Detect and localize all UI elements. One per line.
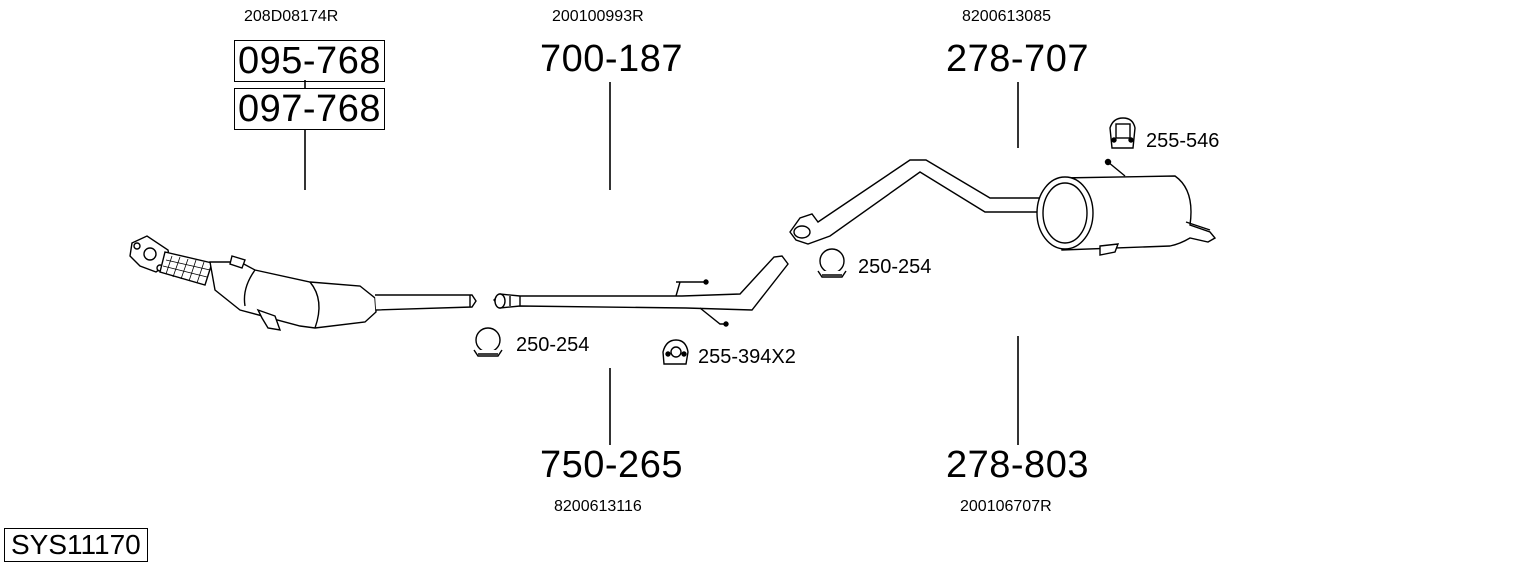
catalyst-part-number-1[interactable]: 095-768: [234, 40, 385, 82]
clamp-icon: [473, 327, 503, 357]
rear-silencer-oem-number: 200106707R: [960, 498, 1052, 515]
rear-silencer-part: [1036, 158, 1217, 256]
system-code: SYS11170: [4, 528, 148, 562]
front-pipe-oem-number: 200100993R: [552, 8, 644, 25]
catalyst-oem-number: 208D08174R: [244, 8, 339, 25]
rubber-mount-icon: [1109, 117, 1136, 149]
catalyst-part-number-2[interactable]: 097-768: [234, 88, 385, 130]
middle-pipe-part-number[interactable]: 750-265: [540, 444, 683, 486]
clamp-icon: [817, 248, 847, 278]
catalyst-part: [129, 235, 477, 331]
rubber-mount-rear-part-number[interactable]: 255-546: [1146, 130, 1220, 152]
clamp-front-part-number[interactable]: 250-254: [516, 334, 590, 356]
rear-pipe-part: [789, 159, 1087, 245]
clamp-rear-part-number[interactable]: 250-254: [858, 256, 932, 278]
middle-pipe-oem-number: 8200613116: [554, 498, 642, 515]
rear-silencer-part-number[interactable]: 278-803: [946, 444, 1089, 486]
rear-pipe-part-number[interactable]: 278-707: [946, 38, 1089, 80]
front-pipe-part-number[interactable]: 700-187: [540, 38, 683, 80]
rubber-mount-icon: [662, 339, 689, 365]
middle-pipe-part: [493, 255, 789, 327]
rubber-mount-mid-part-number[interactable]: 255-394X2: [698, 346, 796, 368]
rear-pipe-oem-number: 8200613085: [962, 8, 1051, 25]
